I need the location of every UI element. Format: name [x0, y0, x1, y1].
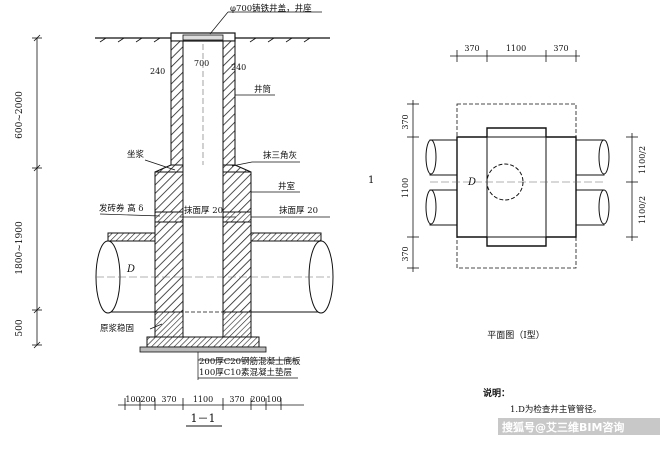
hdim-1: 100 [125, 395, 140, 404]
chamber-interior [183, 172, 223, 337]
ground-hatch [99, 37, 311, 43]
notes-item-1: 1.D为检查井主管管径。 [510, 404, 601, 415]
shaft-wall-left [170, 40, 184, 166]
plan-pipes [425, 139, 610, 226]
hdim-2: 200 [140, 395, 155, 404]
arch-brick-left [154, 211, 184, 223]
horizontal-dim-lines [118, 398, 304, 410]
hdim-6: 200 [250, 395, 265, 404]
base-slab-label: 200厚C20钢筋混凝土底板 [199, 356, 301, 367]
mortar-label: 坐浆 [127, 149, 145, 160]
hdim-7: 100 [266, 395, 281, 404]
plan-right-dim-1: 1100/2 [638, 146, 647, 174]
bench-left [154, 311, 184, 338]
dim-240-left: 240 [150, 67, 165, 76]
plan-left-dim-3: 370 [401, 246, 410, 261]
plan-top-dim-2: 1100 [506, 44, 526, 53]
vdim-1: 600~2000 [15, 91, 25, 139]
watermark: 搜狐号@艾三维BIM咨询 [498, 418, 660, 435]
plan-right-dim-2: 1100/2 [638, 196, 647, 224]
vertical-dim-lines [32, 34, 42, 349]
bench-right [222, 311, 252, 338]
hdim-4: 1100 [193, 395, 213, 404]
plan-chamber-interior [486, 136, 547, 238]
plaster-outer: 抹面厚 20 [279, 205, 318, 216]
arch-label: 发砖券 高 δ [99, 203, 144, 214]
plan-top-dim-lines [450, 50, 580, 62]
fillet-label: 抹三角灰 [263, 150, 297, 161]
plan-shaft-circle [486, 163, 524, 201]
shaft-wall-right [222, 40, 236, 166]
shaft-label: 井筒 [254, 84, 271, 95]
plan-title: 平面图（Ⅰ型） [487, 330, 545, 341]
cover-label: φ700铸铁井盖，井座 [230, 3, 312, 14]
chamber-label: 井室 [278, 181, 296, 192]
notes-block: 说明： 1.D为检查井主管管径。 [483, 387, 601, 415]
section-view: 600~2000 1800~1900 500 100 200 370 1100 … [15, 3, 374, 427]
section-pipe-label: D [126, 264, 135, 275]
watermark-text: 搜狐号@艾三维BIM咨询 [502, 420, 624, 434]
plan-view: 370 1100 370 D 370 1100 370 [401, 44, 647, 341]
plan-top-dim-3: 370 [553, 44, 568, 53]
vdim-2: 1800~1900 [15, 221, 25, 275]
section-title: 1－1 [191, 412, 216, 425]
plan-left-dim-2: 1100 [401, 178, 410, 198]
hdim-5: 370 [229, 395, 244, 404]
plaster-inner: 抹面厚 20 [184, 205, 223, 216]
vdim-3: 500 [15, 319, 25, 336]
mortar-reinforce-label: 原浆稳固 [100, 323, 134, 334]
cushion-layer [139, 346, 267, 353]
notes-heading: 说明： [483, 387, 510, 399]
cover-seat [182, 34, 224, 41]
cut-marker: 1 [368, 175, 374, 186]
plan-left-dim-1: 370 [401, 114, 410, 129]
plan-right-dim-lines [626, 133, 638, 241]
main-pipe [95, 232, 334, 314]
cushion-label: 100厚C10素混凝土垫层 [199, 367, 292, 378]
base-slab [146, 336, 260, 348]
dim-700: 700 [194, 59, 209, 68]
plan-left-dim-lines [407, 100, 419, 272]
hdim-3: 370 [161, 395, 176, 404]
plan-top-dim-1: 370 [464, 44, 479, 53]
leader-lines [99, 11, 330, 380]
dim-240-right: 240 [231, 63, 246, 72]
plan-pipe-label: D [467, 177, 476, 188]
